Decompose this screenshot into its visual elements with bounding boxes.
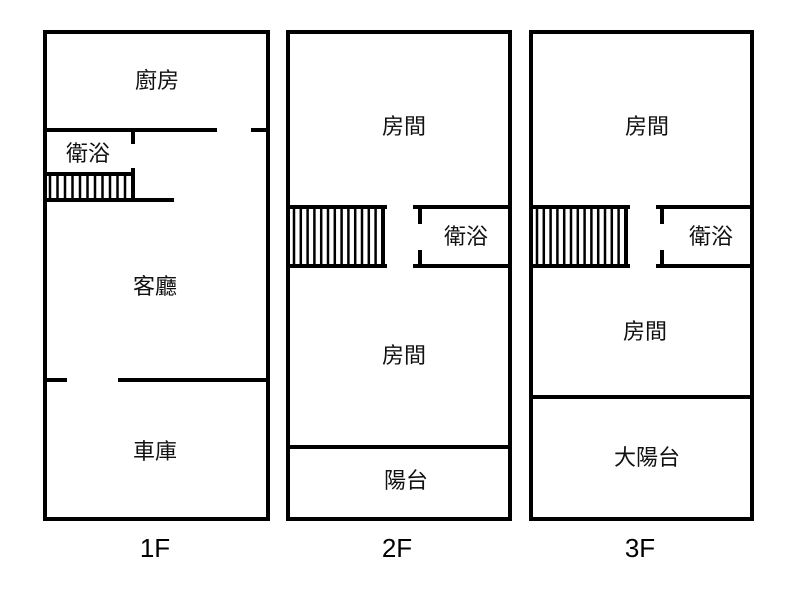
staircase <box>48 176 127 199</box>
room-label-kitchen: 廚房 <box>135 69 179 94</box>
floor-2f: 房間 衛浴 房間 陽台 2F <box>286 30 512 563</box>
floor-3f-walls <box>529 205 754 399</box>
room-label-living: 客廳 <box>133 275 177 300</box>
staircase <box>292 208 377 265</box>
floor-label-2f: 2F <box>382 533 412 563</box>
room-label-room-top: 房間 <box>382 115 426 140</box>
floor-1f: 廚房 衛浴 客廳 車庫 1F <box>43 30 270 563</box>
floor-label-1f: 1F <box>140 533 170 563</box>
room-label-room-top: 房間 <box>625 115 669 140</box>
floor-1f-outline <box>43 30 270 521</box>
room-label-balcony: 大陽台 <box>614 446 680 471</box>
room-label-bath: 衛浴 <box>444 225 488 250</box>
room-label-room-bottom: 房間 <box>382 344 426 369</box>
floor-3f: 房間 衛浴 房間 大陽台 3F <box>529 30 754 563</box>
floor-label-3f: 3F <box>625 533 655 563</box>
room-label-bath: 衛浴 <box>66 142 110 167</box>
room-label-room-bottom: 房間 <box>623 320 667 345</box>
room-label-bath: 衛浴 <box>689 225 733 250</box>
floor-3f-outline <box>529 30 754 521</box>
room-label-balcony: 陽台 <box>384 469 428 494</box>
floor-2f-outline <box>286 30 512 521</box>
floor-2f-walls <box>286 205 512 449</box>
floor-1f-walls <box>43 128 270 382</box>
staircase <box>535 208 620 265</box>
room-label-garage: 車庫 <box>133 440 177 465</box>
